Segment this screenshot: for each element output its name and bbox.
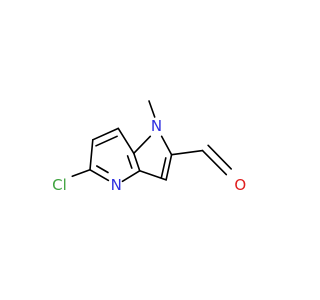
atom-n4-label: N — [111, 176, 122, 194]
bond-c5-c6 — [89, 139, 94, 171]
bond-c6-c7-inner — [95, 135, 118, 147]
bond-c7-c7a — [117, 127, 135, 155]
bond-lines — [71, 100, 232, 183]
bond-n1-methyl — [148, 100, 156, 118]
bond-c3-c3a — [138, 170, 167, 181]
bond-c5-n4-inner — [96, 165, 109, 174]
bond-c3a-c7a — [133, 152, 141, 172]
atom-labels: N N Cl O — [52, 117, 246, 194]
bond-n1-c2 — [160, 135, 173, 156]
bond-c3a-c7a-inner — [126, 155, 133, 169]
chemical-structure-diagram: N N Cl O — [52, 100, 246, 194]
bond-cho-o-2 — [207, 144, 232, 170]
bond-c2-cho — [170, 149, 204, 156]
bond-c2-c3 — [165, 153, 173, 181]
bond-cho-o-1 — [201, 149, 228, 176]
atom-cl-label: Cl — [52, 176, 67, 194]
atom-o-label: O — [234, 176, 246, 194]
bond-c7a-n1 — [133, 135, 152, 155]
bond-c6-c7 — [92, 127, 120, 141]
bond-c2-c3-inner — [160, 157, 167, 179]
bond-c5-n4 — [89, 169, 110, 182]
bond-n4-c3a — [121, 170, 141, 183]
atom-n1-label: N — [151, 117, 162, 135]
bond-c5-cl — [71, 169, 91, 178]
